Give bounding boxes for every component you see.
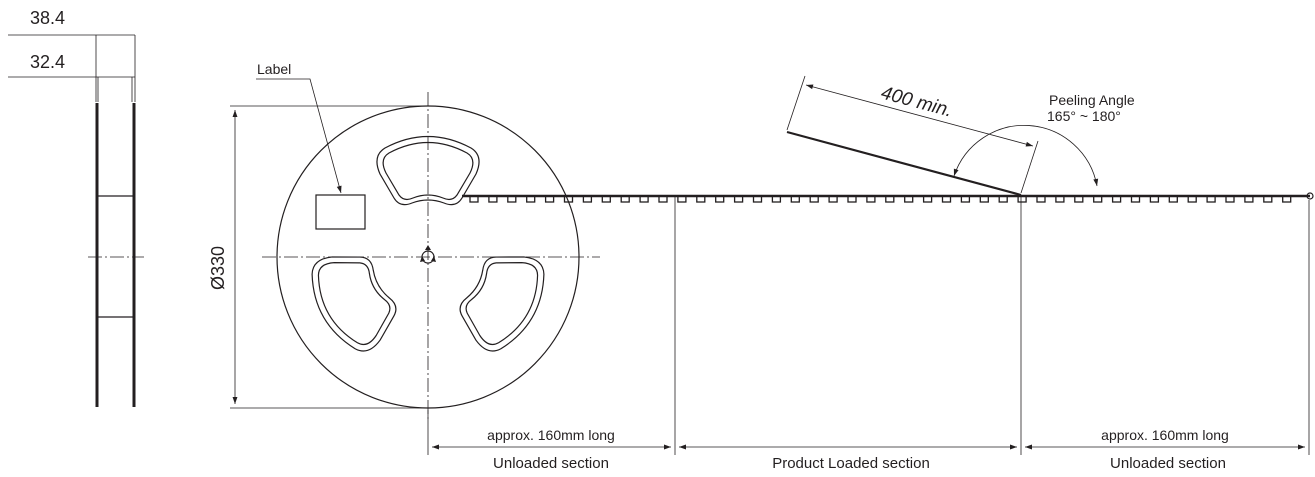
tape-pocket [885,195,895,203]
section-dimensions: approx. 160mm long approx. 160mm long Un… [427,196,1310,472]
peel-angle-title: Peeling Angle [1049,92,1135,108]
peeling-detail: 400 min. Peeling Angle 165° ~ 180° [786,75,1135,197]
tape-pocket [563,195,574,203]
tape-pocket [998,195,1008,203]
tape-pocket [526,195,536,203]
tape-pocket [752,195,763,203]
tape-pocket [696,195,706,203]
tape-pocket [488,195,498,203]
tape-pocket [828,195,838,203]
reel-window-top [376,135,480,206]
tape-pocket [1244,195,1254,203]
peel-angle-range: 165° ~ 180° [1047,108,1121,124]
tape-pocket [639,195,649,203]
tape-pocket [1130,195,1141,203]
tape-pocket [1263,195,1273,203]
label-leader [256,78,342,194]
tape-pocket [1074,195,1084,203]
tape-pocket [847,195,857,203]
tape-pocket [979,195,989,203]
tape-pocket [904,195,914,203]
tape-pocket [941,195,952,203]
tape-pocket [507,195,517,203]
tape-pocket [922,195,933,203]
trailer-section-name: Unloaded section [1110,455,1226,472]
dim-inner-width: 32.4 [30,52,65,72]
tape-pocket [771,195,782,203]
tape-pocket [960,195,971,203]
tape-pocket [582,195,593,203]
tape-pocket [715,195,725,203]
peel-length-dimension-line [805,84,1034,147]
tape-pocket [1187,195,1197,203]
tape-pocket [1111,195,1122,203]
tape-pocket [1206,195,1216,203]
reel-front-view: Ø330 Label [208,61,600,422]
tape-pocket [601,195,611,203]
tape-pocket [544,195,555,203]
tape-pocket [733,195,744,203]
dim-outer-width: 38.4 [30,8,65,28]
tape-pocket [658,195,668,203]
tape-pocket [809,195,819,203]
tape-pocket [866,195,876,203]
tape-pocket [790,195,800,203]
tape-pocket [677,195,687,203]
tape-pocket [1282,195,1292,203]
label-callout-text: Label [257,61,291,77]
carrier-tape [462,192,1314,203]
tape-pocket [1036,195,1046,203]
tape-pocket [1168,195,1178,203]
tape-pocket [620,195,630,203]
peel-angle-arc [953,124,1099,187]
tape-pocket [1055,195,1065,203]
side-view: 38.4 32.4 [8,8,144,407]
tape-pocket [1093,195,1103,203]
leader-length-text: approx. 160mm long [487,427,615,443]
peel-length-text: 400 min. [879,83,955,122]
tape-pocket [1225,195,1235,203]
diameter-text: Ø330 [208,246,228,290]
tape-pocket [469,195,479,203]
cover-tape [786,130,1022,197]
tape-pocket [1017,195,1027,203]
tape-pocket [1149,195,1160,203]
reel-window-left [311,256,397,352]
leader-section-name: Unloaded section [493,455,609,472]
trailer-length-text: approx. 160mm long [1101,427,1229,443]
label-box [315,194,366,230]
product-section-name: Product Loaded section [772,455,930,472]
